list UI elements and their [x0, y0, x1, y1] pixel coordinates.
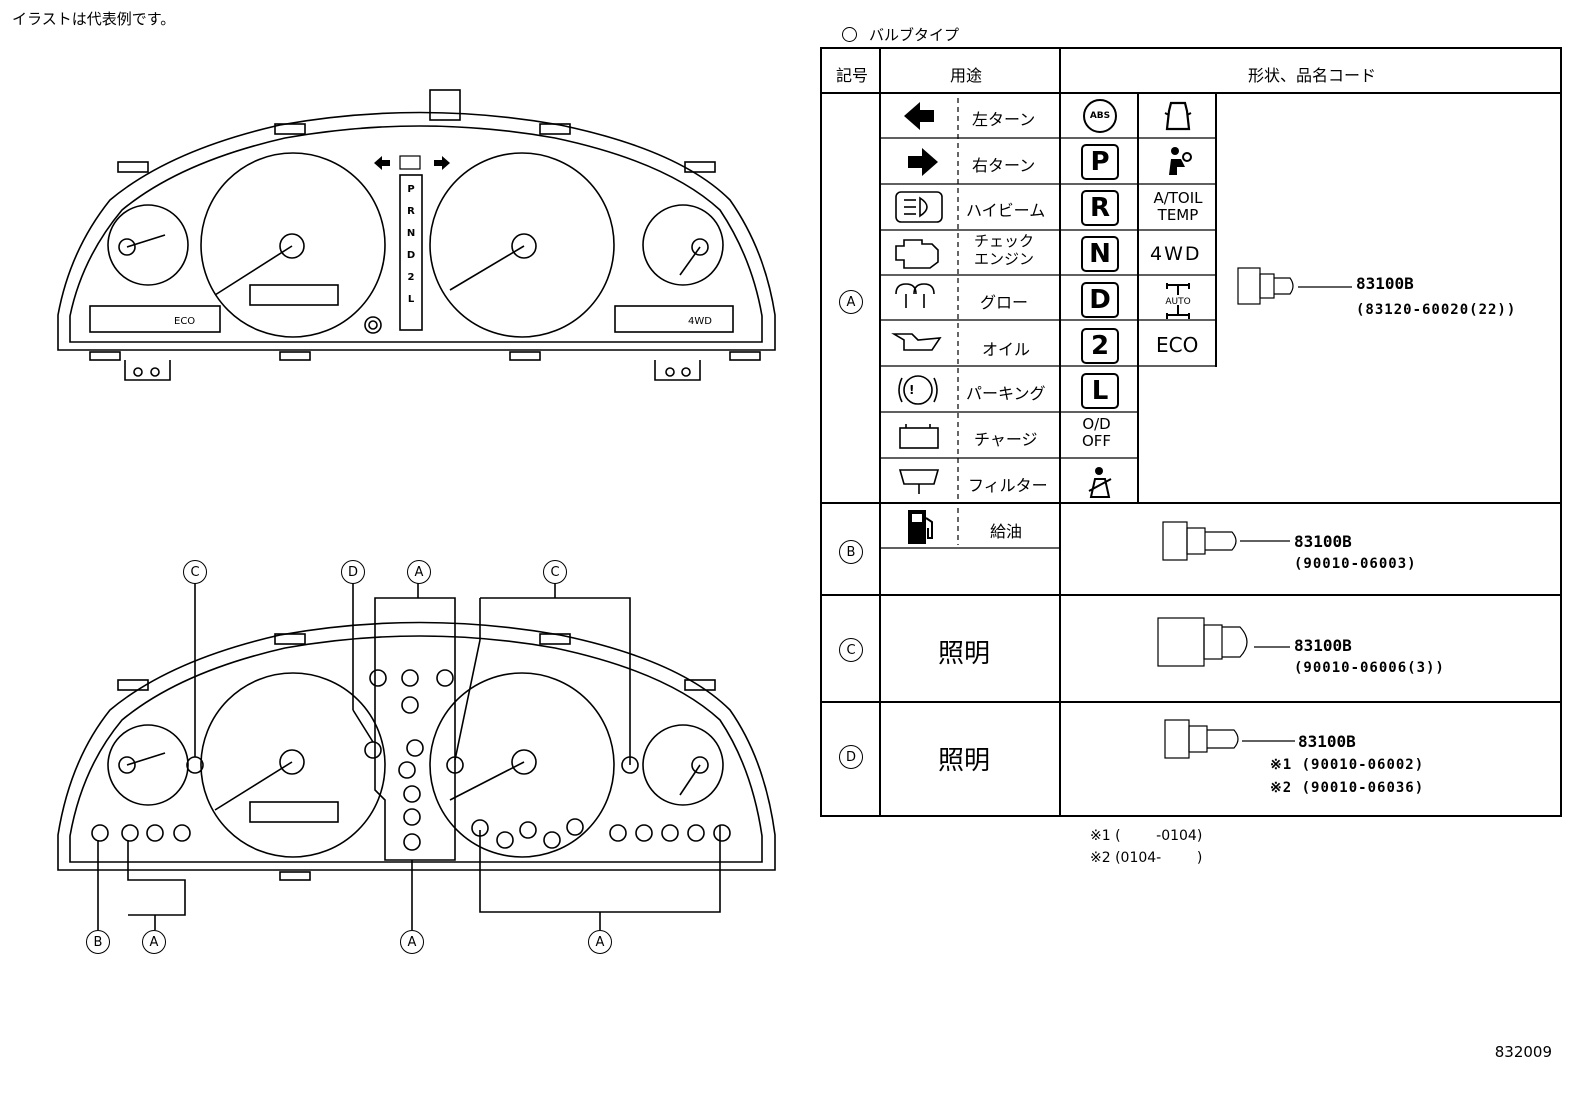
use-lighting-d: 照明: [938, 746, 991, 776]
callout-top-c1: C: [183, 560, 207, 584]
parking-brake-icon: [898, 375, 938, 405]
high-beam-icon: [895, 191, 943, 223]
auto-lsd-icon: AUTO: [1158, 280, 1198, 320]
use-charge: チャージ: [974, 430, 1038, 449]
section-c-part: 83100B: [1294, 636, 1352, 655]
filter-icon: [898, 469, 940, 494]
section-a-part: 83100B: [1356, 274, 1414, 293]
top-eco-label: ECO: [174, 316, 195, 327]
auto-label: AUTO: [1165, 297, 1190, 307]
use-high-beam: ハイビーム: [966, 201, 1046, 220]
atoil-temp-label: A/TOIL TEMP: [1153, 189, 1203, 224]
header-use: 用途: [950, 66, 983, 85]
indicator-d: D: [407, 250, 415, 261]
fuel-icon: [900, 506, 942, 548]
header-symbol: 記号: [836, 66, 869, 85]
use-oil: オイル: [982, 340, 1031, 359]
seatbelt-icon: [1080, 462, 1120, 502]
callout-bottom-b: B: [86, 930, 110, 954]
section-a-symbol: A: [839, 290, 863, 314]
section-b-code: (90010-06003): [1294, 556, 1417, 572]
left-turn-icon: [904, 102, 934, 130]
footnote-1: ※1 ( -0104): [1090, 828, 1203, 844]
indicator-n: N: [407, 228, 415, 239]
4wd-label: 4WD: [1150, 243, 1202, 265]
section-c-symbol: C: [839, 638, 863, 662]
section-d-part: 83100B: [1298, 732, 1356, 751]
diagram-id: 832009: [1494, 1043, 1552, 1061]
indicator-l: L: [408, 294, 415, 305]
cluster-rear-view: [57, 582, 776, 930]
use-right-turn: 右ターン: [972, 156, 1036, 175]
bulb-table-grid: [820, 47, 1562, 817]
callout-bottom-a1: A: [142, 930, 166, 954]
use-filter: フィルター: [968, 476, 1048, 495]
door-open-icon: [1158, 98, 1198, 134]
illustration-note: イラストは代表例です。: [12, 10, 176, 28]
glow-plug-icon: [895, 283, 935, 308]
parking-exclaim: !: [909, 383, 914, 397]
section-c-code: (90010-06006(3)): [1294, 660, 1445, 676]
callout-top-d: D: [341, 560, 365, 584]
indicator-p: P: [1080, 144, 1120, 180]
section-a-code: (83120-60020(22)): [1356, 302, 1517, 318]
abs-icon: ABS: [1080, 98, 1120, 134]
bulb-type-title: バルブタイプ: [842, 24, 959, 45]
top-shift-indicators: P R N D 2 L: [407, 184, 415, 305]
oil-icon: [891, 333, 942, 351]
charge-icon: [899, 424, 939, 449]
eco-label: ECO: [1156, 333, 1199, 357]
indicator-d: D: [1080, 282, 1120, 318]
cluster-front-view: P R N D 2 L ECO 4WD: [57, 89, 776, 381]
footnote-2: ※2 (0104- ): [1090, 850, 1203, 866]
circle-marker-icon: [842, 27, 857, 42]
indicator-r: R: [1080, 190, 1120, 226]
right-turn-icon: [908, 148, 938, 176]
callout-bottom-a2: A: [400, 930, 424, 954]
callout-top-a: A: [407, 560, 431, 584]
airbag-icon: [1158, 144, 1198, 180]
bulb-type-label: バルブタイプ: [869, 26, 960, 44]
callout-bottom-a3: A: [588, 930, 612, 954]
indicator-n: N: [1080, 236, 1120, 272]
use-parking: パーキング: [966, 384, 1046, 403]
callout-top-c2: C: [543, 560, 567, 584]
indicator-p: P: [407, 184, 414, 195]
use-lighting-c: 照明: [938, 639, 991, 669]
section-b-part: 83100B: [1294, 532, 1352, 551]
check-engine-icon: [895, 239, 939, 269]
header-shape: 形状、品名コード: [1248, 66, 1377, 85]
top-4wd-label: 4WD: [688, 316, 712, 327]
section-d-code1: ※1 (90010-06002): [1270, 757, 1425, 773]
indicator-r: R: [407, 206, 415, 217]
use-check-engine: チェック エンジン: [974, 232, 1035, 268]
indicator-2: 2: [408, 272, 415, 283]
section-d-symbol: D: [839, 745, 863, 769]
use-fuel: 給油: [990, 522, 1023, 541]
use-left-turn: 左ターン: [972, 110, 1036, 129]
indicator-l: L: [1080, 373, 1120, 409]
section-a-use-icons: !: [891, 102, 943, 494]
indicator-2: 2: [1080, 328, 1120, 364]
section-b-symbol: B: [839, 540, 863, 564]
od-off-label: O/D OFF: [1082, 415, 1112, 450]
section-d-code2: ※2 (90010-06036): [1270, 780, 1425, 796]
use-glow: グロー: [980, 293, 1029, 312]
